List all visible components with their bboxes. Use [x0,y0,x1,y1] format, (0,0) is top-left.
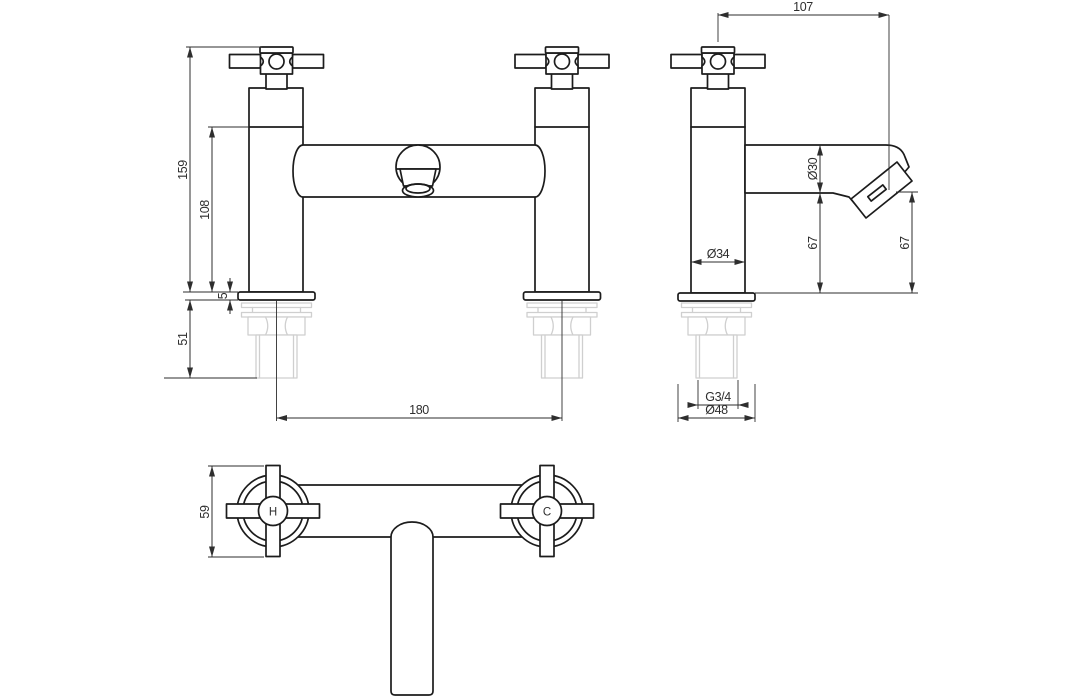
dim-overall-height: 159 [176,160,190,180]
side-pillar [690,87,746,294]
front-dimensions: 159 108 5 51 180 [164,46,562,421]
spout-base-front [395,144,441,198]
side-dimensions: 107 Ø30 67 67 Ø34 G3/4 Ø48 [677,0,918,422]
side-handle [670,46,766,90]
dim-spout-diameter: Ø30 [806,157,820,180]
right-pillar [534,87,590,293]
dim-outlet-height: 67 [898,236,912,250]
dim-inlet-thread: G3/4 [705,390,731,404]
dim-base-diameter: Ø48 [705,403,728,417]
plan-view: H C 59 [198,464,595,696]
dim-body-diameter: Ø34 [707,247,730,261]
dim-tail-length: 51 [176,332,190,346]
dim-spout-underside-height: 67 [806,236,820,250]
plan-dimensions: 59 [198,465,264,558]
left-pillar [248,87,304,293]
aerator-insert [866,184,888,202]
base-plate-right [522,291,602,301]
side-elevation-view: 107 Ø30 67 67 Ø34 G3/4 Ø48 [670,0,918,422]
dim-tap-centres: 180 [409,403,429,417]
spout-cone-front [399,168,437,187]
front-elevation-view: 159 108 5 51 180 [164,46,610,421]
dim-spout-reach: 107 [793,0,813,14]
hot-handle-front [228,46,325,90]
spout-plan [390,521,434,696]
spout-aerator-tip [850,161,913,219]
tail-assembly-side [680,302,753,379]
dim-plate-thickness: 5 [216,292,230,299]
dim-handle-span: 59 [198,505,212,519]
base-plate-left [237,291,316,301]
cold-indicator-label: C [543,507,551,519]
base-plate-side [677,292,756,302]
hot-indicator-label: H [269,507,277,519]
dim-body-height: 108 [198,200,212,220]
cold-handle-front [514,46,610,90]
